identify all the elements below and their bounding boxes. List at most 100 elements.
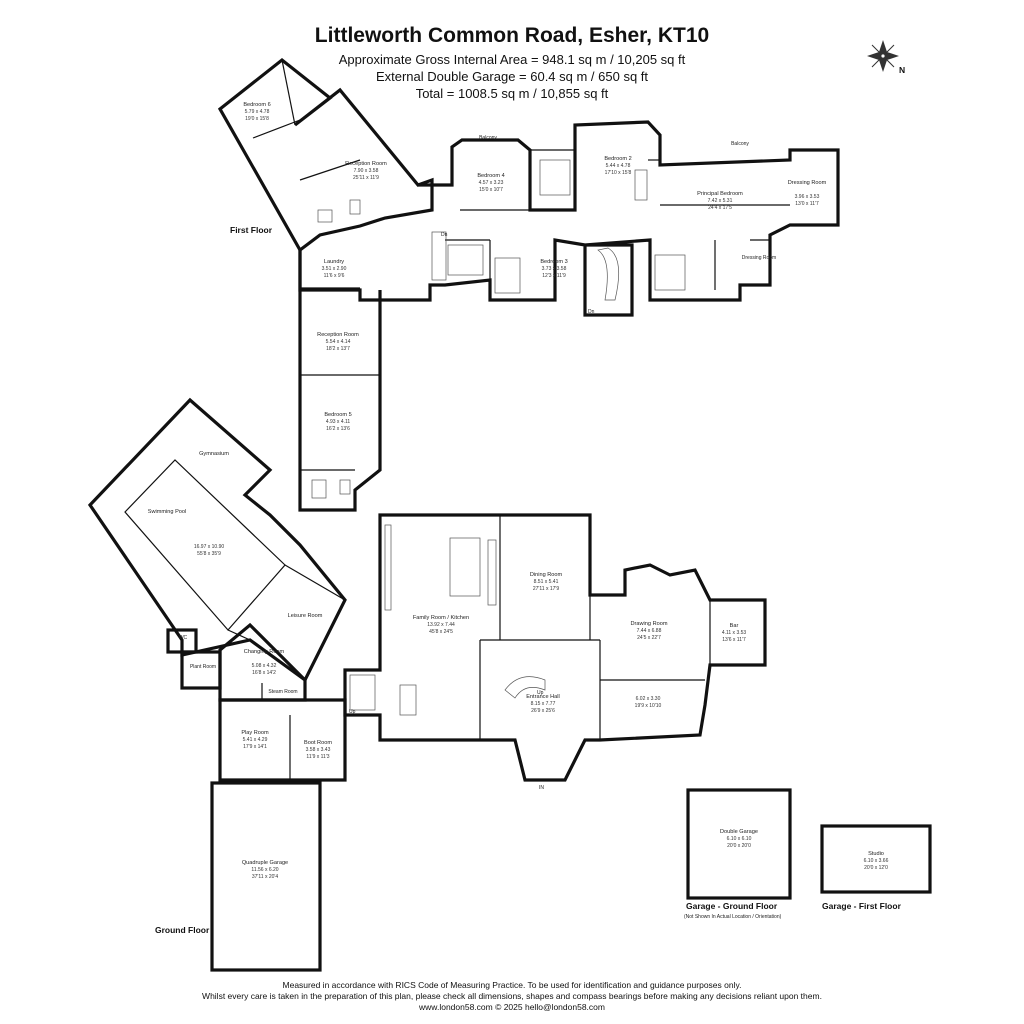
stairs-down-label-2: Dn bbox=[588, 309, 595, 315]
studio-metric: 6.10 x 3.66 bbox=[864, 858, 889, 864]
first-floor-label: First Floor bbox=[230, 225, 273, 235]
bar-imperial: 13'6 x 11'7 bbox=[722, 637, 746, 643]
stairs-up-label-1: Up bbox=[349, 709, 356, 715]
double-garage-name: Double Garage bbox=[720, 829, 758, 835]
balcony2-label: Balcony bbox=[731, 141, 749, 147]
dressing2-name: Dressing Room bbox=[742, 255, 776, 261]
bedroom2-imperial: 17'10 x 15'8 bbox=[605, 170, 632, 176]
study-metric: 6.02 x 3.30 bbox=[636, 696, 661, 702]
pool-name: Swimming Pool bbox=[148, 509, 187, 515]
drawing-metric: 7.44 x 6.88 bbox=[637, 628, 662, 634]
dining-metric: 8.51 x 5.41 bbox=[534, 579, 559, 585]
changing-imperial: 16'8 x 14'2 bbox=[252, 670, 276, 676]
family-imperial: 45'8 x 24'5 bbox=[429, 629, 453, 635]
steam-name: Steam Room bbox=[268, 689, 297, 695]
first-floor-plan bbox=[217, 57, 840, 512]
laundry-name: Laundry bbox=[324, 259, 344, 265]
hall-name: Entrance Hall bbox=[526, 694, 560, 700]
family-name: Family Room / Kitchen bbox=[413, 615, 469, 621]
quad-name: Quadruple Garage bbox=[242, 860, 288, 866]
boot-name: Boot Room bbox=[304, 740, 332, 746]
drawing-name: Drawing Room bbox=[631, 621, 668, 627]
compass-icon bbox=[867, 40, 899, 72]
balcony1-label: Balcony bbox=[479, 135, 497, 141]
footer-disclaimer-1: Measured in accordance with RICS Code of… bbox=[282, 980, 742, 990]
plant-name: Plant Room bbox=[190, 664, 216, 670]
pool-imperial: 55'8 x 35'9 bbox=[197, 551, 221, 557]
dressing1-name: Dressing Room bbox=[788, 180, 827, 186]
bedroom3-imperial: 12'3 x 11'9 bbox=[542, 273, 566, 279]
hall-metric: 8.15 x 7.77 bbox=[531, 701, 556, 707]
bedroom4-imperial: 15'0 x 10'7 bbox=[479, 187, 503, 193]
pool-metric: 16.97 x 10.90 bbox=[194, 544, 225, 550]
bedroom4-name: Bedroom 4 bbox=[477, 173, 504, 179]
reception2-name: Reception Room bbox=[317, 332, 359, 338]
principal-name: Principal Bedroom bbox=[697, 191, 743, 197]
quad-metric: 11.56 x 6.20 bbox=[251, 867, 278, 873]
bedroom4-metric: 4.57 x 3.23 bbox=[479, 180, 504, 186]
entrance-in-label: IN bbox=[539, 785, 544, 791]
ground-floor-label: Ground Floor bbox=[155, 925, 210, 935]
bedroom5-name: Bedroom 5 bbox=[324, 412, 351, 418]
compass-north-label: N bbox=[899, 65, 905, 75]
ground-floor-plan bbox=[87, 397, 767, 972]
bedroom5-imperial: 16'2 x 13'6 bbox=[326, 426, 350, 432]
bedroom2-metric: 5.44 x 4.78 bbox=[606, 163, 631, 169]
play-name: Play Room bbox=[241, 730, 269, 736]
studio-imperial: 20'0 x 12'0 bbox=[864, 865, 888, 871]
garage-area-text: External Double Garage = 60.4 sq m / 650… bbox=[375, 69, 649, 84]
bedroom3-metric: 3.73 x 3.58 bbox=[542, 266, 567, 272]
double-garage-imperial: 20'0 x 20'0 bbox=[727, 843, 751, 849]
bedroom6-name: Bedroom 6 bbox=[243, 102, 270, 108]
bedroom6-metric: 5.79 x 4.78 bbox=[245, 109, 270, 115]
reception1-name: Reception Room bbox=[345, 161, 387, 167]
garage-location-note: (Not Shown In Actual Location / Orientat… bbox=[684, 914, 782, 920]
quad-imperial: 37'11 x 20'4 bbox=[252, 874, 279, 880]
dressing1-metric: 3.96 x 3.53 bbox=[795, 194, 820, 200]
play-imperial: 17'9 x 14'1 bbox=[243, 744, 267, 750]
gross-area-text: Approximate Gross Internal Area = 948.1 … bbox=[338, 52, 686, 67]
reception1-imperial: 25'11 x 11'9 bbox=[353, 175, 379, 181]
play-metric: 5.41 x 4.29 bbox=[243, 737, 268, 743]
bedroom6-imperial: 19'0 x 15'8 bbox=[245, 116, 269, 122]
laundry-metric: 3.51 x 2.90 bbox=[322, 266, 347, 272]
studio-name: Studio bbox=[868, 851, 884, 857]
gym-name: Gymnasium bbox=[199, 451, 229, 457]
leisure-name: Leisure Room bbox=[288, 613, 323, 619]
boot-metric: 3.58 x 3.43 bbox=[306, 747, 331, 753]
total-area-text: Total = 1008.5 sq m / 10,855 sq ft bbox=[415, 86, 609, 101]
plan-title: Littleworth Common Road, Esher, KT10 bbox=[314, 24, 710, 47]
dining-name: Dining Room bbox=[530, 572, 563, 578]
boot-imperial: 11'9 x 11'3 bbox=[306, 754, 329, 760]
reception1-metric: 7.90 x 3.58 bbox=[354, 168, 379, 174]
changing-name: Changing Room bbox=[244, 649, 285, 655]
study-imperial: 19'9 x 10'10 bbox=[635, 703, 662, 709]
footer-disclaimer-2: Whilst every care is taken in the prepar… bbox=[202, 991, 822, 1001]
stairs-down-label-1: Dn bbox=[441, 232, 448, 238]
wc-name: WC bbox=[179, 635, 188, 641]
reception2-metric: 5.54 x 4.14 bbox=[326, 339, 351, 345]
bar-metric: 4.11 x 3.53 bbox=[722, 630, 747, 636]
bedroom3-name: Bedroom 3 bbox=[540, 259, 567, 265]
hall-imperial: 26'9 x 25'6 bbox=[531, 708, 555, 714]
dining-imperial: 27'11 x 17'9 bbox=[533, 586, 560, 592]
double-garage-metric: 6.10 x 6.10 bbox=[727, 836, 752, 842]
bedroom5-metric: 4.93 x 4.11 bbox=[326, 419, 351, 425]
garage-ground-floor-label: Garage - Ground Floor bbox=[686, 901, 778, 911]
garage-first-floor-label: Garage - First Floor bbox=[822, 901, 902, 911]
studio-plan bbox=[820, 824, 932, 894]
double-garage-plan bbox=[686, 788, 792, 900]
principal-metric: 7.42 x 5.31 bbox=[708, 198, 733, 204]
changing-metric: 5.08 x 4.32 bbox=[252, 663, 277, 669]
bar-name: Bar bbox=[730, 623, 739, 629]
footer-contact: www.london58.com © 2025 hello@london58.c… bbox=[419, 1002, 605, 1012]
family-metric: 13.92 x 7.44 bbox=[427, 622, 455, 628]
drawing-imperial: 24'5 x 22'7 bbox=[637, 635, 661, 641]
stairs-up-label-2: Up bbox=[537, 690, 544, 696]
laundry-imperial: 11'6 x 9'6 bbox=[324, 273, 345, 279]
reception2-imperial: 18'2 x 13'7 bbox=[326, 346, 350, 352]
principal-imperial: 24'4 x 17'5 bbox=[708, 205, 732, 211]
dressing1-imperial: 13'0 x 11'7 bbox=[795, 201, 819, 207]
bedroom2-name: Bedroom 2 bbox=[604, 156, 631, 162]
